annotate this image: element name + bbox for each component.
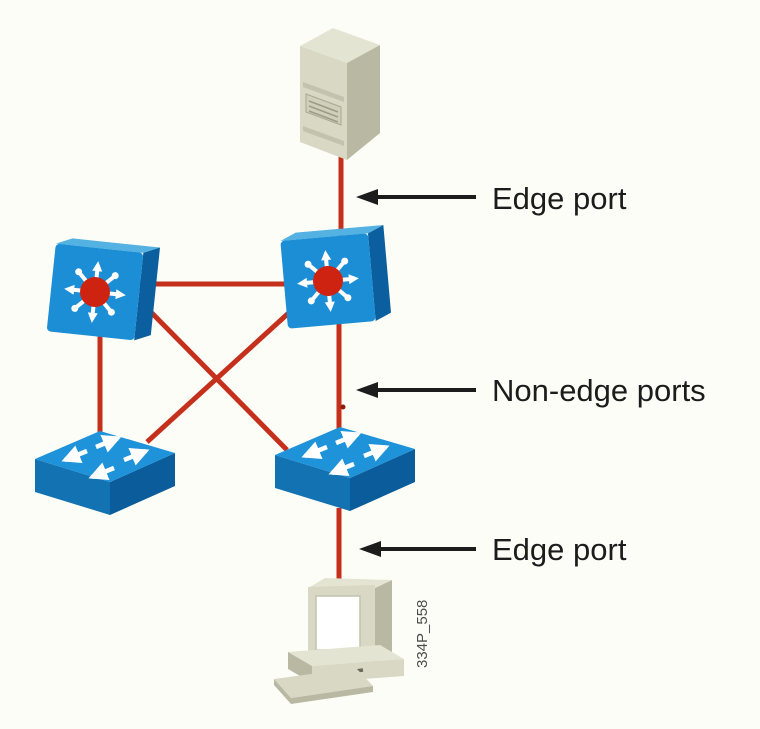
workgroup-switch-bottom-right-icon [275, 427, 415, 511]
network-links [97, 150, 346, 584]
non-edge-ports-arrow-icon [356, 382, 476, 398]
workgroup-switch-bottom-left-icon [35, 431, 175, 515]
multilayer-switch-top-right-icon [277, 222, 394, 331]
link-dot [340, 404, 346, 410]
edge-port-top-arrow-icon [356, 189, 476, 205]
edge-port-bottom-arrow-icon [359, 541, 476, 557]
non-edge-ports-label: Non-edge ports [492, 373, 706, 408]
edge-port-top-label: Edge port [492, 181, 627, 216]
multilayer-switch-top-left-icon [44, 234, 163, 345]
figure-id-label: 334P_558 [414, 600, 431, 668]
edge-port-bottom-label: Edge port [492, 532, 627, 567]
link-switch-top-right-to-switch-bottom-left [145, 307, 295, 444]
link-switch-top-left-to-switch-bottom-right [138, 299, 289, 452]
server-tower-icon [300, 28, 380, 160]
desktop-pc-icon [274, 578, 404, 704]
